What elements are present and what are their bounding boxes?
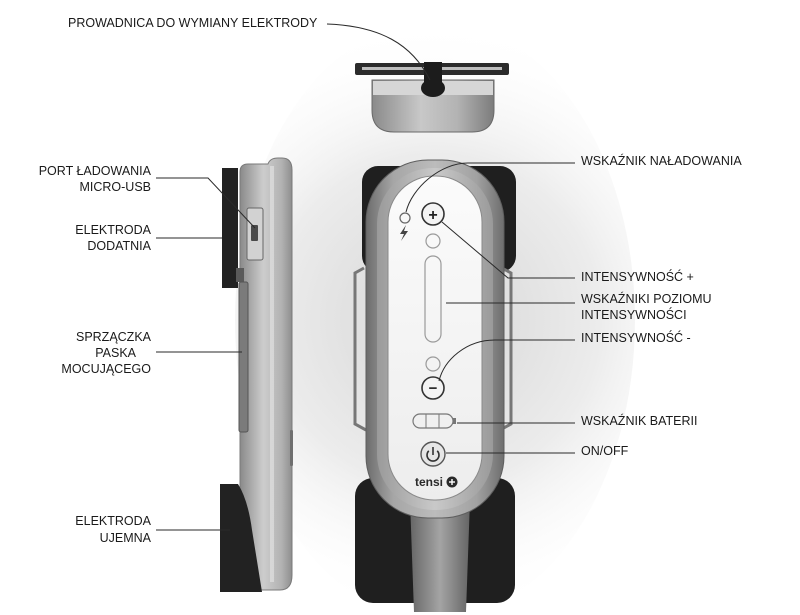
guide-hook xyxy=(424,62,442,84)
label-intensity-levels-line1: WSKAŹNIKI POZIOMU xyxy=(581,291,712,306)
leader-intensity-up xyxy=(441,221,575,279)
callout-labels: PROWADNICA DO WYMIANY ELEKTRODY PORT ŁAD… xyxy=(39,16,743,545)
label-power: ON/OFF xyxy=(581,444,629,458)
label-negative-electrode-line2: UJEMNA xyxy=(100,531,152,545)
buckle-clip xyxy=(236,268,244,282)
front-face xyxy=(387,175,483,501)
lightning-icon xyxy=(400,225,408,241)
side-highlight xyxy=(270,166,274,582)
label-intensity-down: INTENSYWNOŚĆ - xyxy=(581,330,691,345)
label-strap-buckle-line2: PASKA xyxy=(95,346,136,360)
leader-intensity-down xyxy=(438,339,575,382)
intensity-minus-button xyxy=(421,376,445,400)
positive-electrode-pad xyxy=(222,168,238,288)
guide-hook-base xyxy=(421,79,445,97)
leader-electrode-guide xyxy=(326,23,431,81)
brand-plus-icon xyxy=(446,476,458,488)
side-button-bump xyxy=(290,430,293,466)
negative-electrode-pad xyxy=(220,484,262,592)
leader-charge-indicator xyxy=(405,162,575,213)
intensity-led-top xyxy=(425,233,441,249)
label-positive-electrode-line2: DODATNIA xyxy=(87,239,151,253)
label-charging-port-line2: MICRO-USB xyxy=(79,180,151,194)
plus-symbol: + xyxy=(428,207,437,224)
device-front-view: + − tensi xyxy=(353,159,516,612)
electrode-guide-part xyxy=(355,62,509,133)
label-negative-electrode-line1: ELEKTRODA xyxy=(75,514,151,528)
leader-lines xyxy=(156,23,575,531)
device-side-view xyxy=(220,157,293,592)
brand-logo-text: tensi xyxy=(415,475,443,489)
power-icon xyxy=(426,447,440,462)
label-charge-indicator: WSKAŹNIK NAŁADOWANIA xyxy=(581,153,742,168)
minus-symbol: − xyxy=(429,380,438,397)
strap-buckle xyxy=(238,281,249,433)
intensity-level-bar xyxy=(424,255,442,343)
label-intensity-up: INTENSYWNOŚĆ + xyxy=(581,269,694,284)
label-strap-buckle-line1: SPRZĄCZKA xyxy=(76,330,152,344)
label-electrode-guide: PROWADNICA DO WYMIANY ELEKTRODY xyxy=(68,16,318,30)
charge-indicator-led xyxy=(399,212,411,224)
micro-usb-socket xyxy=(251,225,258,241)
label-battery-indicator: WSKAŹNIK BATERII xyxy=(581,413,697,428)
strap-wire-left xyxy=(353,266,367,432)
intensity-led-bottom xyxy=(425,356,441,372)
battery-icon xyxy=(412,413,456,429)
label-intensity-levels-line2: INTENSYWNOŚCI xyxy=(581,307,687,322)
label-strap-buckle-line3: MOCUJĄCEGO xyxy=(61,362,151,376)
label-positive-electrode-line1: ELEKTRODA xyxy=(75,223,151,237)
intensity-plus-button xyxy=(421,202,445,226)
leader-charging-port xyxy=(156,177,256,229)
strap-wire-right xyxy=(499,266,513,432)
front-strap xyxy=(410,500,470,612)
label-charging-port-line1: PORT ŁADOWANIA xyxy=(39,164,152,178)
